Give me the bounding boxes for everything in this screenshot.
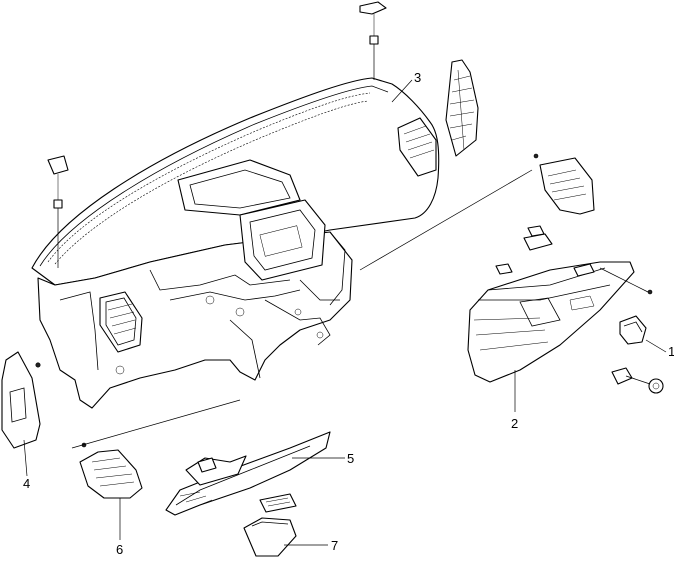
- leader-4: [23, 439, 28, 477]
- right-side-trim: [445, 59, 479, 157]
- dashboard-panel-part-3: [31, 1, 440, 409]
- callout-2: 2: [511, 416, 518, 431]
- leader-1: [645, 339, 667, 353]
- glove-box-latch-part-1: [611, 315, 664, 394]
- lower-cover-part-7: [243, 493, 297, 557]
- callout-7: 7: [331, 538, 338, 553]
- left-vent-part-6: [71, 399, 241, 499]
- leader-3: [391, 79, 413, 103]
- callout-6: 6: [116, 542, 123, 557]
- right-vent-assembly: [359, 153, 595, 271]
- glove-box-part-2: [467, 225, 653, 383]
- callout-1: 1: [668, 344, 674, 359]
- callout-4: 4: [23, 476, 30, 491]
- callout-3: 3: [414, 70, 421, 85]
- left-side-trim-part-4: [1, 351, 41, 449]
- lower-panel-part-5: [165, 431, 331, 516]
- callout-5: 5: [347, 451, 354, 466]
- callout-labels: 1 2 3 4 5 6 7: [23, 70, 674, 557]
- leader-lines: [23, 79, 667, 546]
